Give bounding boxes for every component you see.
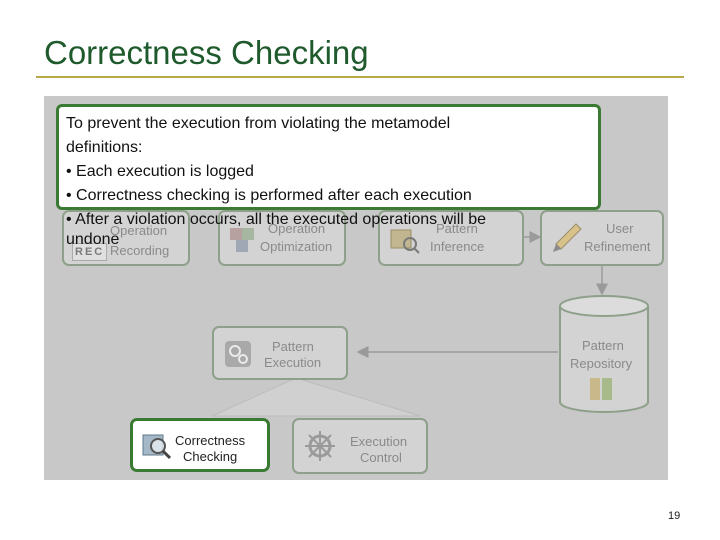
operation-optimization-label-1: Operation [268, 221, 326, 236]
callout-line: To prevent the execution from violating … [66, 115, 451, 132]
correctness-checking-label-1: Correctness [175, 433, 246, 448]
user-refinement-label-1: User [606, 221, 634, 236]
rec-badge-icon: REC [72, 243, 108, 261]
callout-line: • Correctness checking is performed afte… [66, 187, 472, 204]
pattern-inference-label-1: Pattern [436, 221, 478, 236]
operation-optimization-label-2: Optimization [260, 239, 333, 254]
callout-line: • Each execution is logged [66, 163, 254, 180]
pattern-execution-label-2: Execution [264, 355, 322, 370]
pattern-repository-label-1: Pattern [582, 338, 624, 353]
node-user-refinement: User Refinement [540, 210, 664, 266]
node-pattern-execution: Pattern Execution [212, 326, 348, 380]
callout-box [56, 104, 601, 210]
callout-line: undone [66, 231, 120, 248]
title-divider [36, 76, 684, 78]
operation-recording-label-2: Recording [110, 243, 170, 258]
node-pattern-inference: Pattern Inference [378, 210, 524, 266]
execution-control-label-1: Execution [350, 434, 408, 449]
inference-icon [388, 224, 420, 258]
callout-text: To prevent the execution from violating … [66, 112, 586, 248]
puzzle-icon [228, 224, 258, 258]
slide-title: Correctness Checking [44, 34, 369, 71]
node-operation-optimization: Operation Optimization [218, 210, 346, 266]
ship-wheel-icon [304, 430, 336, 466]
execution-fanout [211, 377, 421, 417]
page-number: 19 [668, 510, 681, 522]
execution-control-label-2: Control [360, 450, 402, 465]
callout-line: definitions: [66, 139, 143, 156]
user-refinement-label-2: Refinement [584, 239, 651, 254]
node-operation-recording: Operation REC Recording [62, 210, 190, 266]
operation-recording-label-1: Operation [110, 223, 168, 238]
node-pattern-repository: Pattern Repository [558, 294, 650, 414]
magnifier-icon [141, 431, 172, 465]
database-cylinder-icon [559, 295, 649, 413]
pattern-execution-label-1: Pattern [272, 339, 314, 354]
node-execution-control: Execution Control [292, 418, 428, 474]
pencil-icon [552, 222, 582, 258]
gears-icon [224, 340, 252, 372]
callout-line: • After a violation occurs, all the exec… [66, 211, 487, 228]
correctness-checking-label-2: Checking [183, 449, 238, 464]
node-correctness-checking: Correctness Checking [130, 418, 270, 472]
pattern-inference-label-2: Inference [430, 239, 485, 254]
pattern-repository-label-2: Repository [570, 356, 633, 371]
